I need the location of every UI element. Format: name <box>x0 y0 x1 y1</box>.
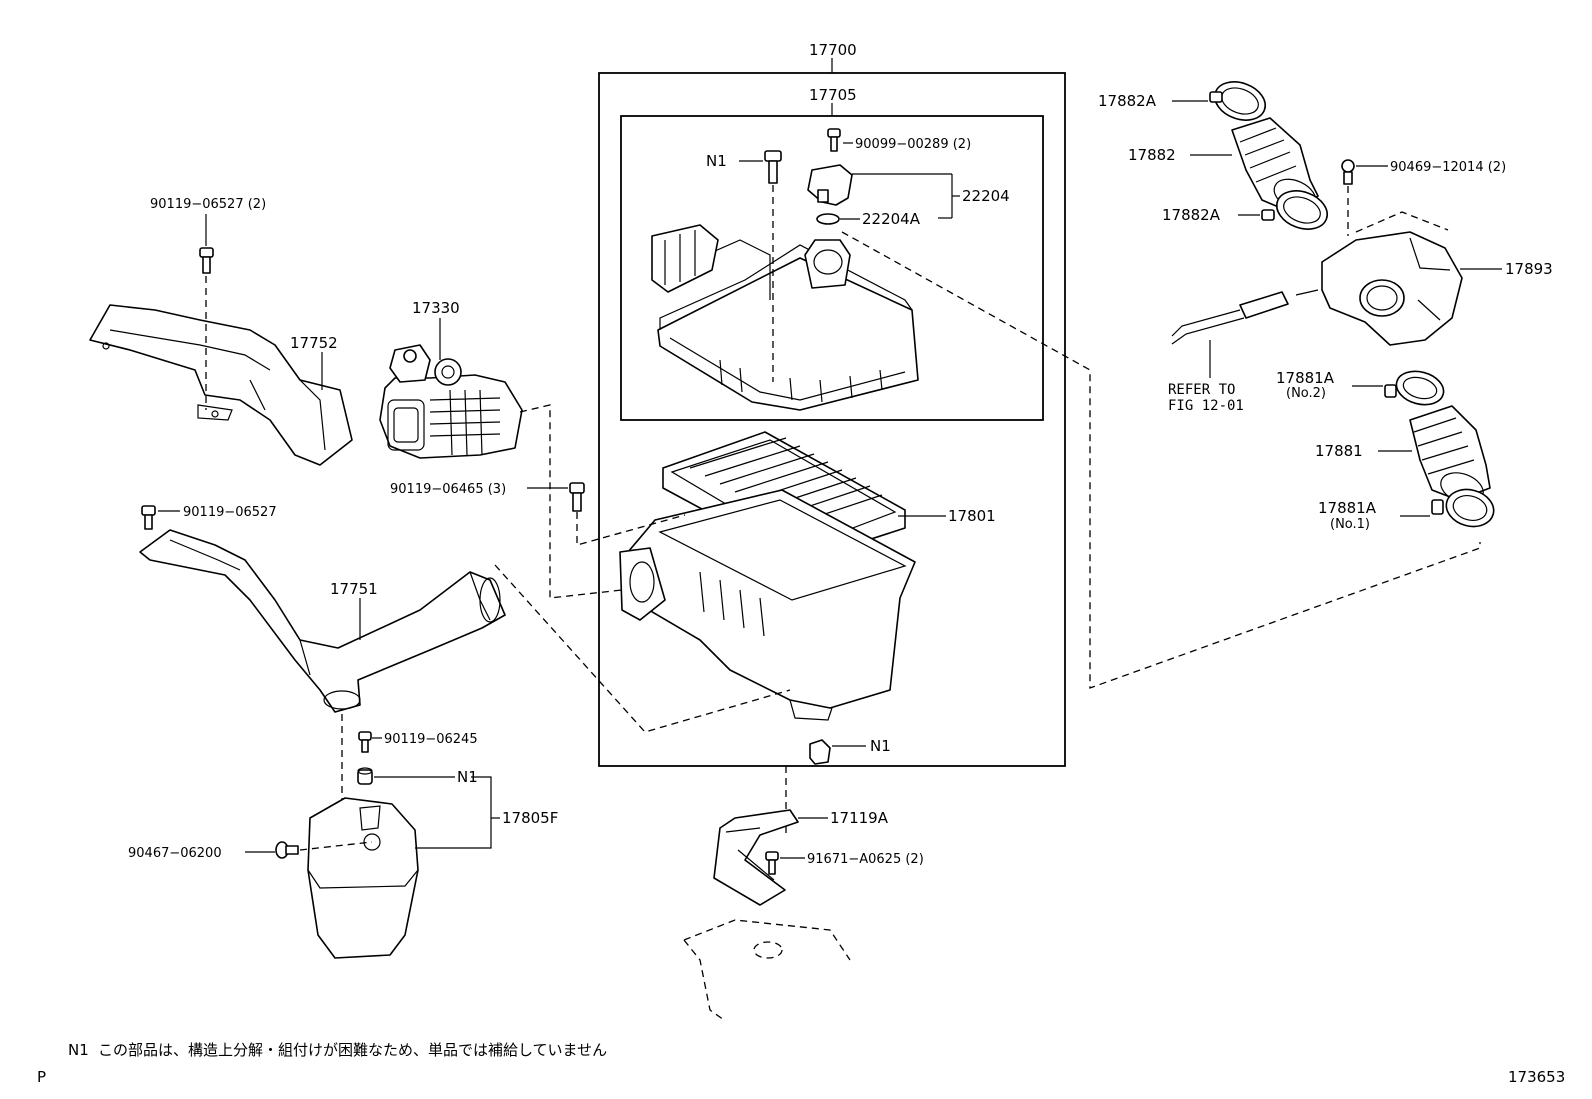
footnote-code: N1 <box>68 1041 89 1059</box>
intake-valve-17330 <box>379 344 523 459</box>
body-panel <box>683 919 851 1021</box>
label-no2: (No.2) <box>1286 386 1326 401</box>
label-17882a-top: 17882A <box>1098 92 1157 110</box>
label-90099-00289: 90099−00289 (2) <box>855 137 971 152</box>
label-17881a-no2: 17881A <box>1276 369 1335 387</box>
bolt-90099-00289 <box>827 128 841 152</box>
clamp-17881a-no2 <box>1384 370 1445 406</box>
label-fig-12-01: FIG 12-01 <box>1168 398 1244 414</box>
bolt-90119-06465 <box>569 482 585 512</box>
vent-hose <box>1171 289 1319 345</box>
air-inlet-duct-17752 <box>89 304 353 466</box>
screw-90469-12014 <box>1341 159 1355 185</box>
label-17330: 17330 <box>412 299 460 317</box>
air-cleaner-cap <box>651 224 919 411</box>
grommet-n1 <box>809 739 831 765</box>
air-cleaner-hose-17751 <box>139 529 506 713</box>
bolt-n1-top <box>764 150 782 184</box>
bolt-90119-06245 <box>358 731 372 753</box>
label-90119-06245: 90119−06245 <box>384 732 478 747</box>
label-90469-12014: 90469−12014 (2) <box>1390 160 1506 175</box>
label-no1: (No.1) <box>1330 517 1370 532</box>
label-17881: 17881 <box>1315 442 1363 460</box>
corner-mark: P <box>37 1068 46 1086</box>
label-90119-06527: 90119−06527 <box>183 505 277 520</box>
footnote-text: この部品は、構造上分解・組付けが困難なため、単品では補給していません <box>98 1041 607 1059</box>
label-17805f: 17805F <box>502 809 558 827</box>
clamp-17882a-top <box>1209 81 1266 121</box>
label-22204: 22204 <box>962 187 1010 205</box>
label-n1-mid: N1 <box>870 737 891 755</box>
air-hose-17881 <box>1409 405 1491 504</box>
label-90119-06527-2: 90119−06527 (2) <box>150 197 266 212</box>
label-17882: 17882 <box>1128 146 1176 164</box>
label-refer-to: REFER TO <box>1168 382 1235 398</box>
bolt-90119-06527 <box>141 505 156 530</box>
label-17893: 17893 <box>1505 260 1553 278</box>
label-17751: 17751 <box>330 580 378 598</box>
intake-air-connector-17893 <box>1321 211 1463 346</box>
bolt-90119-06527-2 <box>199 247 214 274</box>
figure-number: 173653 <box>1508 1068 1565 1086</box>
label-17881a-no1: 17881A <box>1318 499 1377 517</box>
collar-n1 <box>357 767 373 785</box>
o-ring-22204a <box>816 213 840 225</box>
mass-air-flow-sensor <box>807 164 853 206</box>
clip-90467-06200 <box>275 841 299 859</box>
clamp-17881a-no1 <box>1431 488 1495 528</box>
label-n1-bot: N1 <box>457 768 478 786</box>
label-17801: 17801 <box>948 507 996 525</box>
label-91671: 91671−A0625 (2) <box>807 852 924 867</box>
label-17882a-bot: 17882A <box>1162 206 1221 224</box>
resonator-17805f <box>307 797 419 959</box>
label-n1-top: N1 <box>706 152 727 170</box>
label-17752: 17752 <box>290 334 338 352</box>
label-17705: 17705 <box>809 86 857 104</box>
air-cleaner-case <box>619 489 916 721</box>
label-17119a: 17119A <box>830 809 889 827</box>
label-22204a: 22204A <box>862 210 921 228</box>
clamp-17882a-bot <box>1261 190 1328 230</box>
label-90467-06200: 90467−06200 <box>128 846 222 861</box>
bolt-91671 <box>765 851 779 875</box>
label-90119-06465: 90119−06465 (3) <box>390 482 506 497</box>
label-17700: 17700 <box>809 41 857 59</box>
bracket-17119a <box>713 809 799 906</box>
